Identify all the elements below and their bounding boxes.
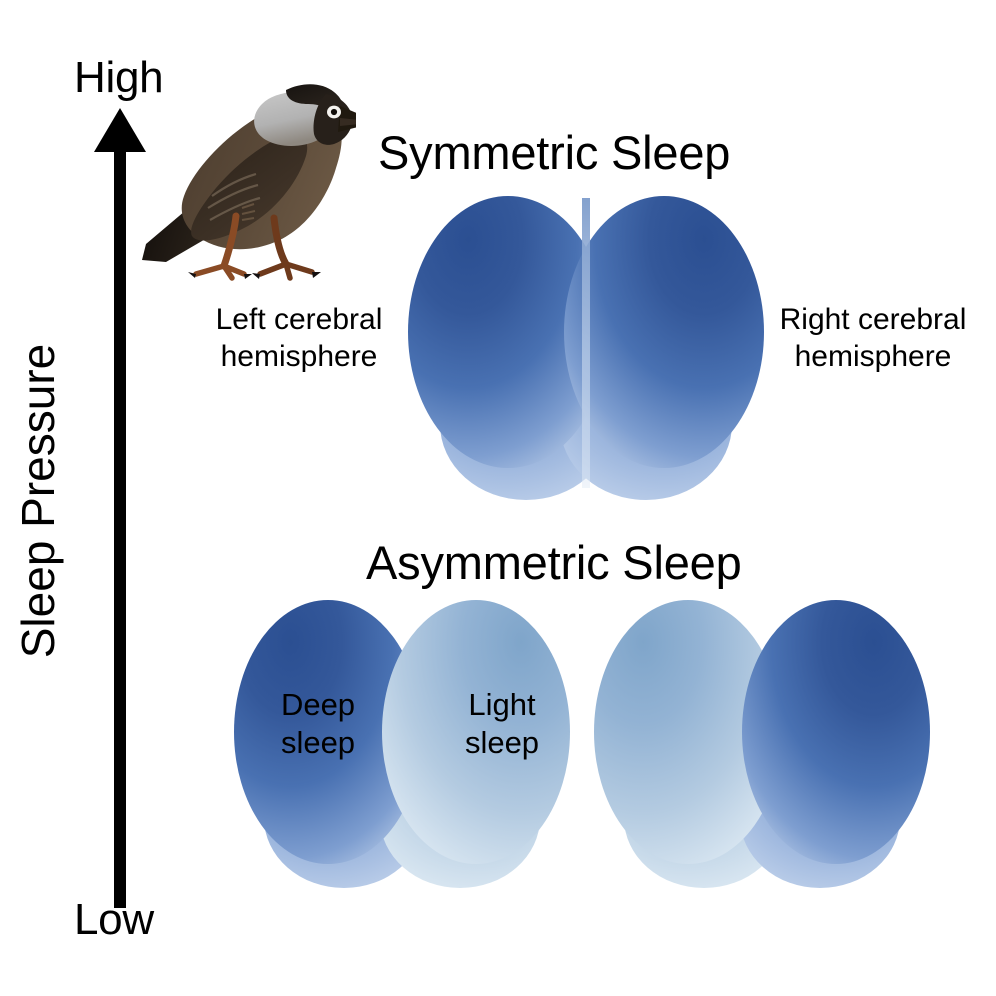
bird-nape <box>254 90 334 146</box>
label-deep-sleep: Deep sleep <box>253 686 383 762</box>
bird-wing-feathers <box>207 172 261 221</box>
section-title-asymmetric: Asymmetric Sleep <box>366 536 742 589</box>
hemisphere-right-deep <box>742 600 930 864</box>
bird-legs <box>188 212 321 281</box>
bird-beak-line <box>340 118 356 126</box>
hemisphere-left-light <box>594 600 782 864</box>
label-light-line1: Light <box>468 687 536 722</box>
axis-high-label: High <box>74 53 164 102</box>
hemisphere-right-deep <box>564 196 764 468</box>
label-left-cerebral-hemisphere: Left cerebral hemisphere <box>186 302 412 375</box>
label-deep-line1: Deep <box>280 687 356 722</box>
bird-crown <box>286 84 344 118</box>
jackdaw-bird-icon <box>140 48 356 286</box>
label-left-line1: Left cerebral <box>215 303 383 336</box>
hemisphere-right-light <box>382 600 570 864</box>
label-left-line2: hemisphere <box>220 339 378 373</box>
hemisphere-left-deep <box>234 600 422 864</box>
label-right-line2: hemisphere <box>794 339 952 373</box>
sleep-pressure-axis: High Low Sleep Pressure <box>0 0 240 996</box>
label-right-cerebral-hemisphere: Right cerebral hemisphere <box>750 302 996 375</box>
section-title-symmetric: Symmetric Sleep <box>378 126 731 179</box>
axis-low-label: Low <box>74 895 154 944</box>
label-right-line1: Right cerebral <box>779 303 967 336</box>
axis-arrow-icon <box>94 108 146 908</box>
brain-asymmetric-left <box>232 592 572 892</box>
bird-face-mask <box>313 94 353 145</box>
hemisphere-left-deep <box>408 196 608 468</box>
bird-thigh-tufts <box>241 203 256 221</box>
midline-fissure <box>582 198 590 488</box>
axis-title-sleep-pressure: Sleep Pressure <box>12 343 64 659</box>
bird-pupil <box>330 108 338 116</box>
label-light-line2: sleep <box>464 724 540 760</box>
brain-symmetric-sleep <box>404 186 768 504</box>
brain-asymmetric-right <box>592 592 932 892</box>
label-deep-line2: sleep <box>280 724 356 760</box>
label-light-sleep: Light sleep <box>437 686 567 762</box>
